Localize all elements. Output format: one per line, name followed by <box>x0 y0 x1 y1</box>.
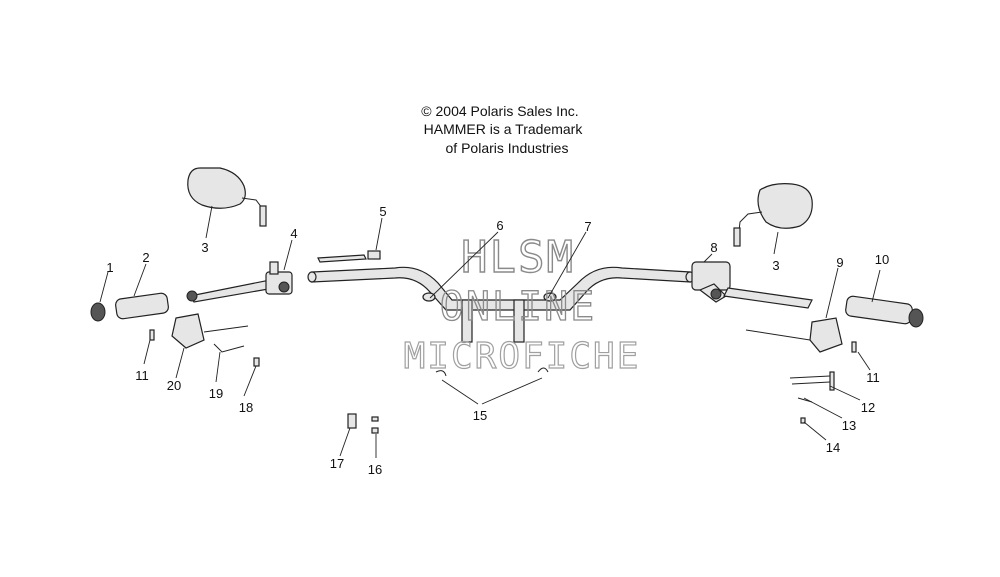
callout-10: 10 <box>875 252 889 267</box>
callout-2: 2 <box>142 250 149 265</box>
callout-14: 14 <box>826 440 840 455</box>
callout-9: 9 <box>836 255 843 270</box>
callout-4: 4 <box>290 226 297 241</box>
copyright-line-1: © 2004 Polaris Sales Inc. <box>421 103 578 119</box>
callouts: 1 2 3 3 4 5 6 7 8 9 10 11 11 12 13 14 15… <box>106 204 889 477</box>
watermark-line-3: MICROFICHE <box>404 336 641 377</box>
callout-12: 12 <box>861 400 875 415</box>
left-switch-housing <box>171 290 249 349</box>
callout-3-right: 3 <box>772 258 779 273</box>
clutch-lever <box>189 261 293 303</box>
right-grip <box>845 295 924 328</box>
copyright-line-2: HAMMER is a Trademark <box>424 121 584 137</box>
watermark-line-2: ONLINE <box>440 284 597 330</box>
callout-11-left: 11 <box>135 368 149 383</box>
callout-5: 5 <box>379 204 386 219</box>
callout-1: 1 <box>106 260 113 275</box>
callout-15: 15 <box>473 408 487 423</box>
callout-16: 16 <box>368 462 382 477</box>
callout-20: 20 <box>167 378 181 393</box>
brake-master-cylinder <box>691 261 813 309</box>
callout-6: 6 <box>496 218 503 233</box>
leader-lines <box>99 205 881 458</box>
callout-18: 18 <box>239 400 253 415</box>
left-grip <box>90 292 169 322</box>
left-mirror <box>187 167 267 227</box>
riser-clamps <box>422 292 557 343</box>
callout-11-right: 11 <box>866 370 880 385</box>
right-switch-housing <box>745 317 843 353</box>
callout-8: 8 <box>710 240 717 255</box>
watermark-line-1: HLSM <box>461 232 575 283</box>
callout-3-left: 3 <box>201 240 208 255</box>
callout-17: 17 <box>330 456 344 471</box>
callout-13: 13 <box>842 418 856 433</box>
callout-7: 7 <box>584 219 591 234</box>
right-mirror <box>733 183 813 247</box>
copyright-line-3: of Polaris Industries <box>446 140 569 156</box>
callout-19: 19 <box>209 386 223 401</box>
